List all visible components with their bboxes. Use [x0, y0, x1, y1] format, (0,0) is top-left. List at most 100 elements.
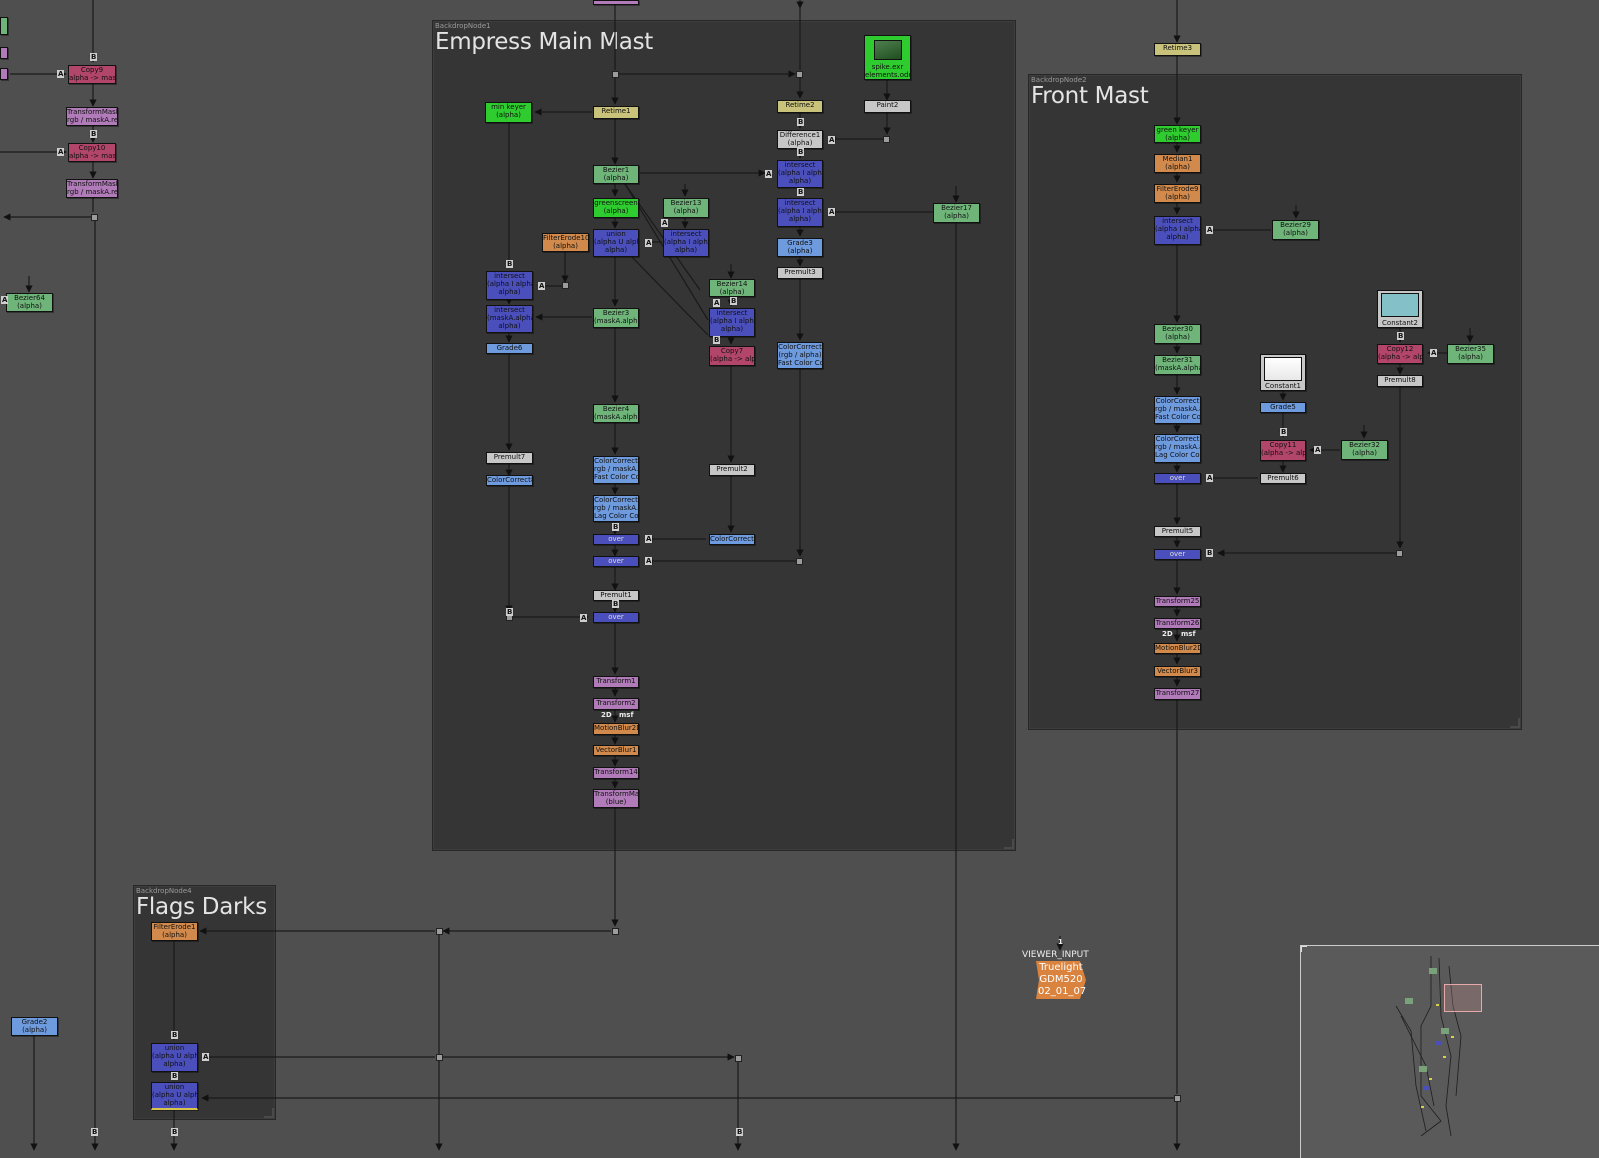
- node-transformmasked[interactable]: TransformMasked(blue): [593, 789, 639, 808]
- node-colorcorrect8[interactable]: ColorCorrect8: [486, 475, 533, 486]
- node-transform26[interactable]: Transform26: [1154, 618, 1201, 629]
- node-left-purple[interactable]: [0, 68, 8, 80]
- node-bezier35[interactable]: Bezier35(alpha): [1447, 344, 1494, 364]
- node-bezier17[interactable]: Bezier17(alpha): [933, 203, 980, 223]
- node-transformmasked[interactable]: TransformMaskedrgb / maskA.red: [66, 179, 118, 198]
- node-premult8[interactable]: Premult8: [1377, 375, 1423, 387]
- node-transformmasked[interactable]: TransformMaskedrgb / maskA.red: [66, 107, 118, 126]
- node-filtererode9[interactable]: FilterErode9(alpha): [1154, 184, 1201, 203]
- minimap-viewport-indicator[interactable]: [1444, 984, 1482, 1012]
- node-motionblur2d1[interactable]: MotionBlur2D1: [593, 723, 639, 735]
- wire-dot[interactable]: [612, 71, 619, 78]
- node-top-purple[interactable]: [593, 0, 639, 5]
- wire-dot[interactable]: [436, 1054, 443, 1061]
- node-constant2[interactable]: Constant2: [1377, 290, 1423, 328]
- viewer-input-node[interactable]: 1 VIEWER_INPUT Truelight GDM520 02_01_07: [1022, 938, 1102, 999]
- node-over[interactable]: over: [593, 612, 639, 623]
- wire-dot[interactable]: [91, 214, 98, 221]
- node-left-green[interactable]: [0, 17, 8, 35]
- node-grade5[interactable]: Grade5: [1260, 402, 1306, 413]
- node-bezier64[interactable]: Bezier64(alpha): [6, 293, 53, 312]
- node-filtererode1[interactable]: FilterErode1(alpha): [151, 922, 198, 941]
- node-bezier30[interactable]: Bezier30(alpha): [1154, 324, 1201, 344]
- node-over[interactable]: over: [1154, 549, 1201, 560]
- node-premult6[interactable]: Premult6: [1260, 473, 1306, 484]
- node-paint2[interactable]: Paint2: [864, 100, 911, 113]
- node-bezier31[interactable]: Bezier31(maskA.alpha): [1154, 355, 1201, 375]
- node-transform25[interactable]: Transform25: [1154, 596, 1201, 607]
- node-copy12[interactable]: Copy12(alpha -> alpha: [1377, 344, 1423, 364]
- backdrop-resize-handle[interactable]: [264, 1108, 274, 1118]
- node-colorcorrect4[interactable]: ColorCorrect4: [709, 534, 755, 545]
- wire-dot[interactable]: [1396, 550, 1403, 557]
- node-bezier29[interactable]: Bezier29(alpha): [1272, 220, 1319, 240]
- wire-dot[interactable]: [883, 136, 890, 143]
- node-constant1[interactable]: Constant1: [1260, 354, 1306, 391]
- node-difference1[interactable]: Difference1(alpha): [777, 130, 823, 149]
- node-premult7[interactable]: Premult7: [486, 452, 533, 464]
- node-over[interactable]: over: [1154, 473, 1201, 484]
- node-transform1[interactable]: Transform1: [593, 676, 639, 688]
- node-premult2[interactable]: Premult2: [709, 464, 755, 476]
- node-bezier1[interactable]: Bezier1(alpha): [593, 165, 639, 184]
- node-retime2[interactable]: Retime2: [777, 100, 823, 113]
- node-over[interactable]: over: [593, 556, 639, 567]
- node-bezier13[interactable]: Bezier13(alpha): [663, 198, 709, 218]
- node-transform27[interactable]: Transform27: [1154, 688, 1201, 700]
- node-colorcorrect-fast[interactable]: ColorCorrect(rgb / alpha)Fast Color Corr…: [777, 342, 823, 369]
- node-bezier14[interactable]: Bezier14(alpha): [709, 279, 755, 297]
- node-vectorblur3[interactable]: VectorBlur3: [1154, 666, 1201, 677]
- node-bezier3[interactable]: Bezier3(maskA.alpha): [593, 308, 639, 328]
- node-grade2[interactable]: Grade2(alpha): [11, 1017, 58, 1036]
- node-min-keyer[interactable]: min keyer(alpha): [485, 102, 532, 123]
- node-bezier32[interactable]: Bezier32(alpha): [1341, 440, 1388, 460]
- backdrop-resize-handle[interactable]: [1004, 839, 1014, 849]
- node-copy11[interactable]: Copy11(alpha -> alpha: [1260, 440, 1306, 461]
- node-green-keyer[interactable]: green keyer(alpha): [1154, 125, 1201, 143]
- node-transform14[interactable]: Transform14: [593, 767, 639, 779]
- wire-dot[interactable]: [612, 928, 619, 935]
- node-retime3[interactable]: Retime3: [1154, 43, 1201, 56]
- node-retime1[interactable]: Retime1: [593, 106, 639, 119]
- node-greenscreen[interactable]: greenscreen(alpha): [593, 198, 639, 218]
- node-premult3[interactable]: Premult3: [777, 267, 823, 279]
- node-vectorblur1[interactable]: VectorBlur1: [593, 745, 639, 756]
- node-premult5[interactable]: Premult5: [1154, 526, 1201, 537]
- node-left-purple[interactable]: [0, 47, 8, 59]
- node-copy7[interactable]: Copy7(alpha -> alpha: [709, 346, 755, 366]
- node-motionblur2d2[interactable]: MotionBlur2D2: [1154, 643, 1201, 654]
- node-bezier4[interactable]: Bezier4(maskA.alpha): [593, 404, 639, 423]
- node-grade3[interactable]: Grade3(alpha): [777, 238, 823, 257]
- backdrop-empress-main-mast[interactable]: BackdropNode1 Empress Main Mast: [432, 20, 1016, 851]
- wire-dot[interactable]: [796, 558, 803, 565]
- node-transform2[interactable]: Transform2: [593, 698, 639, 710]
- wire-dot[interactable]: [436, 928, 443, 935]
- node-median1[interactable]: Median1(alpha): [1154, 154, 1201, 173]
- wire-dot[interactable]: [1174, 1095, 1181, 1102]
- node-filtererode10[interactable]: FilterErode10(alpha): [542, 233, 589, 252]
- backdrop-resize-handle[interactable]: [1510, 718, 1520, 728]
- node-grade6[interactable]: Grade6: [486, 343, 533, 354]
- node-graph-minimap[interactable]: [1300, 945, 1599, 1158]
- node-over[interactable]: over: [593, 534, 639, 545]
- node-read-spike[interactable]: spike.exr elements.odd: [864, 35, 911, 80]
- wire-dot[interactable]: [796, 71, 803, 78]
- wire-dot[interactable]: [562, 282, 569, 289]
